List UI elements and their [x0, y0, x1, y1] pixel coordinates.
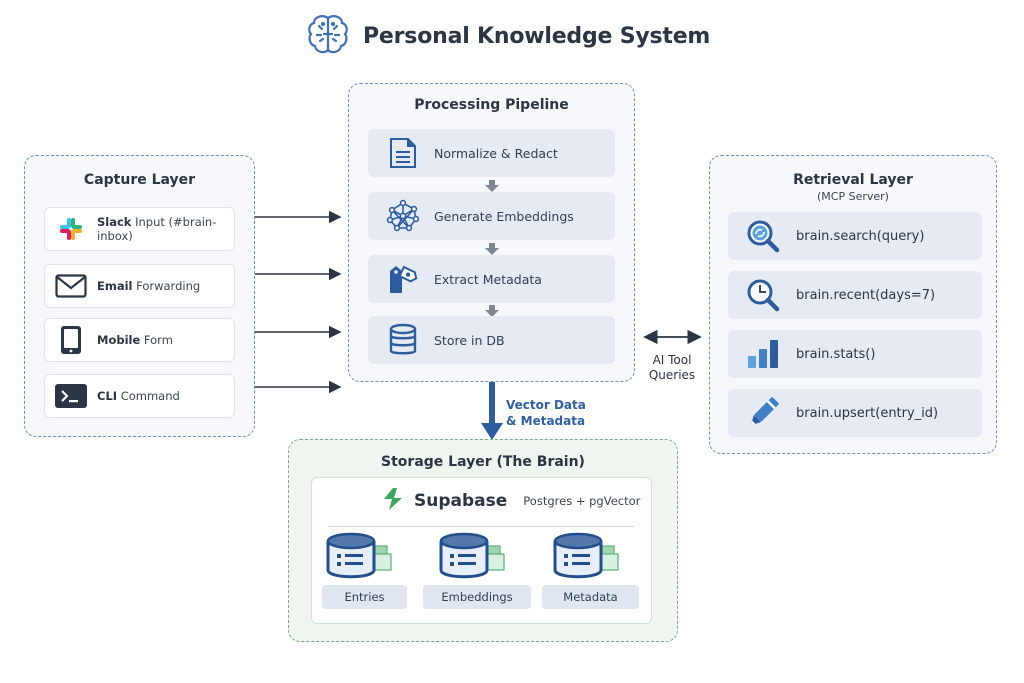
clock-search-icon [744, 276, 782, 314]
document-icon [386, 136, 420, 170]
envelope-icon [55, 270, 87, 302]
retrieval-item-upsert[interactable]: brain.upsert(entry_id) [728, 389, 982, 437]
storage-layer-title: Storage Layer (The Brain) [381, 454, 585, 470]
capture-source-desc: Forwarding [132, 279, 201, 293]
pipeline-step-label: Normalize & Redact [434, 145, 558, 161]
capture-source-name: CLI [97, 389, 118, 403]
pipeline-step-metadata[interactable]: Extract Metadata [368, 255, 615, 303]
pipeline-step-embeddings[interactable]: Generate Embeddings [368, 192, 615, 240]
brain-icon [305, 12, 351, 60]
ai-tool-queries-label: AI Tool Queries [641, 353, 703, 383]
tablet-icon [55, 324, 87, 356]
retrieval-layer-title: Retrieval Layer [793, 172, 913, 188]
retrieval-item-search[interactable]: brain.search(query) [728, 212, 982, 260]
arrow-to-storage-head [481, 423, 503, 440]
retrieval-layer-subtitle: (MCP Server) [817, 190, 889, 203]
tags-icon [386, 262, 420, 296]
pipeline-step-normalize[interactable]: Normalize & Redact [368, 129, 615, 177]
db-table-icon [439, 532, 505, 579]
step-arrow-icon [485, 243, 499, 255]
pencil-icon [744, 394, 782, 432]
capture-source-name: Mobile [97, 333, 141, 347]
supabase-card: Supabase Postgres + pgVector Entries [311, 477, 652, 624]
pipeline-step-label: Store in DB [434, 332, 505, 348]
db-table-label: Metadata [542, 585, 639, 609]
db-table-label: Embeddings [423, 585, 531, 609]
capture-item-mobile[interactable]: Mobile Form [44, 318, 235, 362]
storage-layer-panel: Storage Layer (The Brain) Supabase Postg… [288, 439, 678, 642]
retrieval-layer-panel: Retrieval Layer (MCP Server) brain.searc… [709, 155, 997, 454]
capture-item-cli[interactable]: CLI Command [44, 374, 235, 418]
connector-label-line: Queries [648, 368, 696, 382]
capture-source-name: Email [97, 279, 133, 293]
connector-label-line: & Metadata [506, 414, 586, 428]
capture-source-desc: Form [140, 333, 173, 347]
pipeline-step-label: Extract Metadata [434, 271, 542, 287]
vector-data-label: Vector Data & Metadata [506, 397, 586, 429]
capture-layer-title: Capture Layer [83, 172, 196, 188]
search-icon [744, 217, 782, 255]
slack-icon [55, 213, 87, 245]
database-icon [386, 323, 420, 357]
capture-item-slack[interactable]: Slack Input (#brain-inbox) [44, 207, 235, 251]
supabase-divider [329, 526, 634, 527]
db-table-label: Entries [322, 585, 407, 609]
retrieval-function-label: brain.upsert(entry_id) [796, 405, 939, 421]
retrieval-function-label: brain.recent(days=7) [796, 287, 936, 303]
retrieval-item-stats[interactable]: brain.stats() [728, 330, 982, 378]
retrieval-function-label: brain.stats() [796, 346, 876, 362]
connector-label-line: Vector Data [506, 398, 586, 412]
retrieval-item-recent[interactable]: brain.recent(days=7) [728, 271, 982, 319]
pipeline-title: Processing Pipeline [414, 97, 569, 113]
supabase-logo-icon [380, 488, 406, 514]
network-icon [386, 199, 420, 233]
supabase-name: Supabase [414, 491, 508, 511]
supabase-subtitle: Postgres + pgVector [523, 494, 641, 508]
terminal-icon [55, 380, 87, 412]
pipeline-step-label: Generate Embeddings [434, 208, 574, 224]
pipeline-step-store[interactable]: Store in DB [368, 316, 615, 364]
capture-layer-panel: Capture Layer Slack Input (#brain-inbox)… [24, 155, 255, 437]
supabase-brand-row: Supabase Postgres + pgVector [380, 488, 640, 514]
connector-label-line: AI Tool [652, 353, 692, 367]
diagram-title: Personal Knowledge System [363, 23, 711, 49]
step-arrow-icon [485, 305, 499, 317]
step-arrow-icon [485, 180, 499, 192]
capture-source-desc: Input (#brain-inbox) [97, 215, 217, 243]
arrow-to-storage-shaft [489, 375, 495, 425]
diagram-header: Personal Knowledge System [305, 14, 710, 58]
capture-source-desc: Command [117, 389, 180, 403]
capture-source-name: Slack [97, 215, 132, 229]
bar-chart-icon [744, 335, 782, 373]
db-table-icon [553, 532, 619, 579]
db-table-icon [326, 532, 392, 579]
retrieval-function-label: brain.search(query) [796, 228, 925, 244]
processing-pipeline-panel: Processing Pipeline Normalize & Redact G… [348, 83, 635, 382]
capture-item-email[interactable]: Email Forwarding [44, 264, 235, 308]
